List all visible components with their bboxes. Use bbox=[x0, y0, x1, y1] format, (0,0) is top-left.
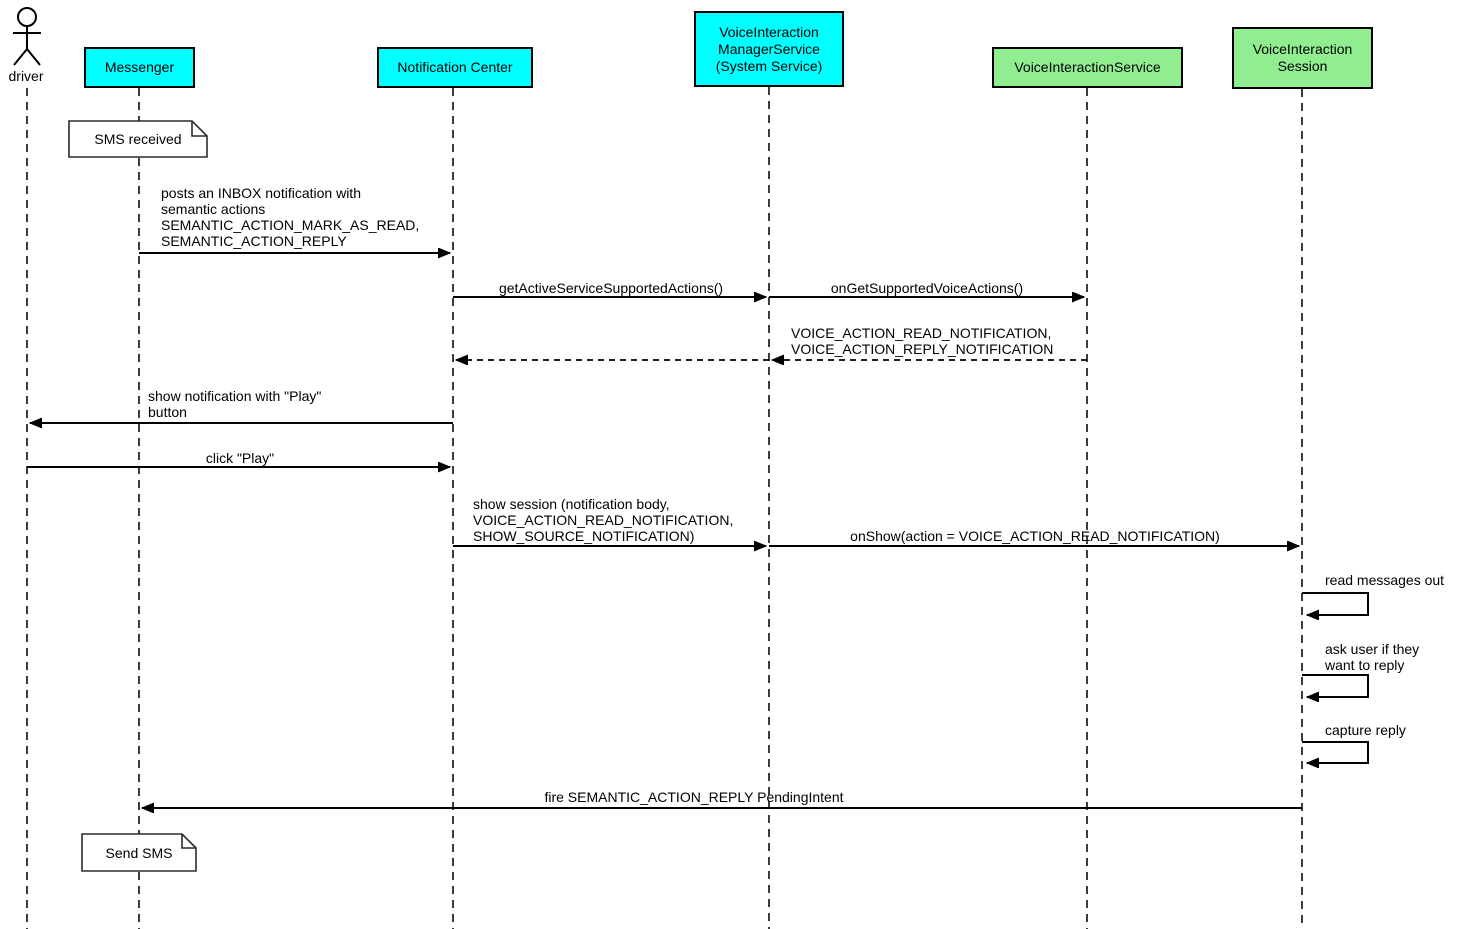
note-send-sms-fold-icon bbox=[181, 834, 196, 849]
message-read-messages-label: read messages out bbox=[1325, 572, 1445, 588]
lifelines bbox=[26, 87, 1303, 929]
message-line: VOICE_ACTION_REPLY_NOTIFICATION bbox=[791, 341, 1054, 357]
participant-interaction-service: VoiceInteractionService bbox=[992, 47, 1183, 88]
participant-label: VoiceInteractionService bbox=[1014, 59, 1161, 75]
message-line: SEMANTIC_ACTION_REPLY bbox=[161, 233, 347, 249]
note-send-sms: Send SMS bbox=[105, 844, 173, 861]
message-ask-reply-label: ask user if they want to reply bbox=[1325, 641, 1419, 673]
message-on-show-label: onShow(action = VOICE_ACTION_READ_NOTIFI… bbox=[850, 528, 1220, 544]
note-send-sms-shape bbox=[81, 833, 197, 872]
participant-manager-service: VoiceInteraction ManagerService (System … bbox=[694, 11, 844, 87]
message-line: button bbox=[148, 404, 187, 420]
message-show-session-label: show session (notification body, VOICE_A… bbox=[473, 496, 733, 544]
message-post-inbox-label: posts an INBOX notification with semanti… bbox=[161, 185, 419, 249]
participant-label-line: VoiceInteraction bbox=[1252, 41, 1353, 57]
participant-label: Messenger bbox=[104, 59, 175, 75]
message-line: show session (notification body, bbox=[473, 496, 670, 512]
message-line: semantic actions bbox=[161, 201, 266, 217]
message-line: ask user if they bbox=[1325, 641, 1420, 657]
participant-notification-center: Notification Center bbox=[377, 47, 533, 88]
arrow-self-capture-reply bbox=[1302, 741, 1369, 763]
message-line: SEMANTIC_ACTION_MARK_AS_READ, bbox=[161, 217, 420, 233]
note-shapes bbox=[68, 120, 208, 872]
actor-driver-label: driver bbox=[8, 68, 44, 84]
note-sms-received: SMS received bbox=[94, 131, 182, 147]
message-line: posts an INBOX notification with bbox=[161, 185, 361, 201]
message-click-play-label: click "Play" bbox=[205, 450, 275, 466]
message-line: SHOW_SOURCE_NOTIFICATION) bbox=[473, 528, 695, 544]
participant-label: Notification Center bbox=[397, 59, 513, 75]
message-get-active-actions-label: getActiveServiceSupportedActions() bbox=[498, 280, 724, 296]
message-fire-reply-label: fire SEMANTIC_ACTION_REPLY PendingIntent bbox=[544, 789, 844, 805]
message-arrows bbox=[27, 253, 1369, 808]
message-show-notification-label: show notification with "Play" button bbox=[148, 388, 321, 420]
message-line: want to reply bbox=[1325, 657, 1405, 673]
message-on-get-supported-label: onGetSupportedVoiceActions() bbox=[830, 280, 1024, 296]
arrow-self-read-messages bbox=[1302, 592, 1369, 615]
participant-messenger: Messenger bbox=[84, 47, 195, 88]
participant-label-line: VoiceInteraction bbox=[719, 23, 819, 40]
message-line: show notification with "Play" bbox=[148, 388, 322, 404]
note-sms-received-shape bbox=[68, 120, 208, 158]
arrow-self-ask-reply bbox=[1302, 674, 1369, 697]
actor-stick-figure-icon bbox=[13, 7, 41, 66]
message-supported-actions-return-label: VOICE_ACTION_READ_NOTIFICATION, VOICE_AC… bbox=[791, 325, 1053, 357]
message-line: VOICE_ACTION_READ_NOTIFICATION, bbox=[473, 512, 734, 528]
message-line: VOICE_ACTION_READ_NOTIFICATION, bbox=[791, 325, 1052, 341]
note-sms-received-fold-icon bbox=[191, 121, 207, 137]
participant-label-line: ManagerService bbox=[718, 40, 820, 57]
participant-label-line: Session bbox=[1277, 58, 1328, 74]
participant-session: VoiceInteraction Session bbox=[1232, 27, 1373, 89]
message-capture-reply-label: capture reply bbox=[1325, 722, 1406, 738]
participant-label-line: (System Service) bbox=[715, 57, 823, 74]
